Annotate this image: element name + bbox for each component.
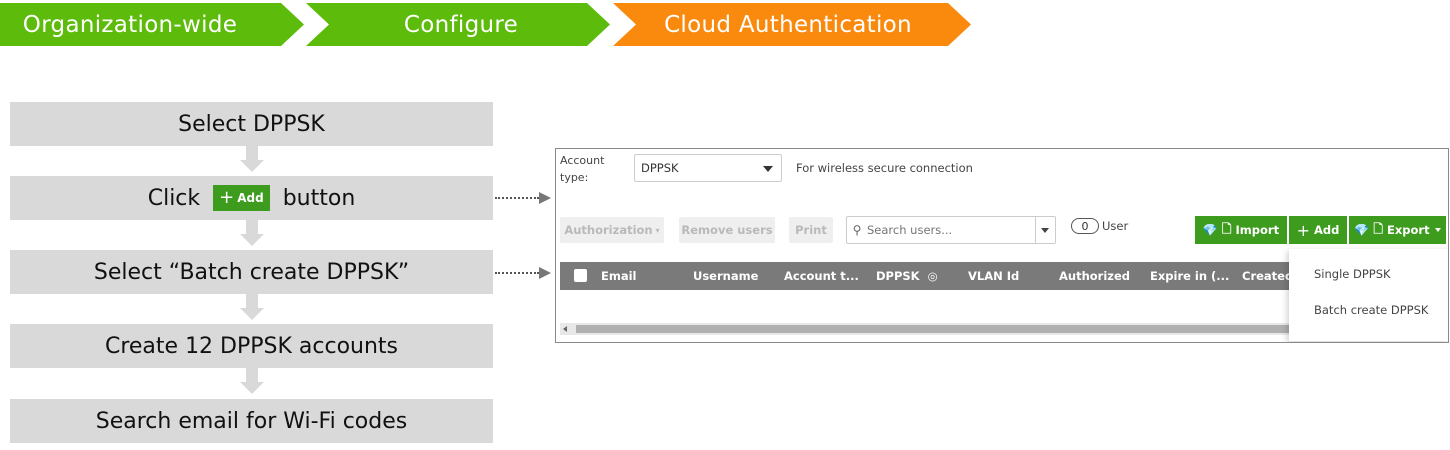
breadcrumb-label: Configure: [403, 11, 519, 38]
column-email[interactable]: Email: [601, 269, 637, 283]
column-dppsk-label: DPPSK: [876, 269, 920, 283]
export-button[interactable]: 💎 🗋 Export: [1349, 216, 1446, 244]
breadcrumb-configure: Configure: [306, 3, 610, 46]
column-expire-in[interactable]: Expire in (...: [1150, 269, 1230, 283]
import-button[interactable]: 💎 🗋 Import: [1195, 216, 1287, 244]
column-vlan-id[interactable]: VLAN Id: [968, 269, 1020, 283]
down-arrow-icon: [240, 368, 264, 398]
search-box[interactable]: ⚲: [846, 216, 1056, 244]
remove-users-button[interactable]: Remove users: [679, 217, 775, 243]
eye-slash-icon[interactable]: ◎: [927, 269, 938, 283]
plus-icon: +: [219, 187, 235, 208]
import-label: Import: [1235, 223, 1280, 237]
export-label: Export: [1387, 223, 1430, 237]
horizontal-scrollbar[interactable]: [560, 323, 1290, 335]
search-icon: ⚲: [852, 223, 862, 237]
scrollbar-thumb[interactable]: [576, 325, 1290, 333]
step-select-batch-create: Select “Batch create DPPSK”: [10, 250, 493, 294]
add-button[interactable]: + Add: [1289, 216, 1347, 244]
step-label: Search email for Wi-Fi codes: [95, 408, 408, 434]
account-type-description: For wireless secure connection: [796, 161, 973, 175]
step-label: Select DPPSK: [178, 111, 325, 137]
authorization-label: Authorization: [564, 223, 653, 237]
column-username[interactable]: Username: [693, 269, 759, 283]
column-authorized[interactable]: Authorized: [1059, 269, 1131, 283]
account-type-value: DPPSK: [641, 161, 679, 175]
diamond-icon: 💎: [1202, 223, 1218, 237]
step-select-dppsk: Select DPPSK: [10, 102, 493, 146]
step-label: Click: [147, 185, 201, 211]
breadcrumb-cloud-authentication: Cloud Authentication: [613, 3, 971, 46]
cloud-auth-screenshot-panel: Account type: DPPSK For wireless secure …: [555, 148, 1449, 343]
dotted-arrow-icon: [495, 267, 555, 279]
search-input[interactable]: [867, 223, 1027, 237]
authorization-button[interactable]: Authorization▾: [560, 217, 664, 243]
document-icon: 🗋: [1221, 221, 1232, 236]
down-arrow-icon: [240, 146, 264, 176]
user-count-label: User: [1102, 219, 1129, 233]
column-account-type[interactable]: Account t...: [784, 269, 859, 283]
step-create-accounts: Create 12 DPPSK accounts: [10, 324, 493, 368]
breadcrumb-label: Cloud Authentication: [664, 11, 912, 38]
add-label: Add: [237, 191, 264, 205]
scroll-left-icon[interactable]: [563, 326, 567, 332]
down-arrow-icon: [240, 220, 264, 250]
caret-down-icon: [1434, 228, 1441, 232]
user-count-badge: 0: [1071, 218, 1099, 234]
step-label: button: [282, 185, 356, 211]
print-button[interactable]: Print: [789, 217, 833, 243]
column-created[interactable]: Created: [1242, 269, 1294, 283]
down-arrow-icon: [240, 294, 264, 324]
column-dppsk[interactable]: DPPSK ◎: [876, 269, 938, 283]
add-button-illustration: +Add: [213, 185, 270, 211]
chevron-down-icon[interactable]: [1035, 217, 1055, 243]
select-all-checkbox[interactable]: [574, 269, 587, 282]
menu-item-batch-create-dppsk[interactable]: Batch create DPPSK: [1314, 303, 1429, 317]
dotted-arrow-icon: [495, 192, 555, 204]
table-header: Email Username Account t... DPPSK ◎ VLAN…: [560, 262, 1294, 290]
step-label: Create 12 DPPSK accounts: [104, 333, 399, 359]
step-click-add: Click +Add button: [10, 176, 493, 220]
add-dropdown-menu: Single DPPSK Batch create DPPSK: [1289, 249, 1448, 341]
step-label: Select “Batch create DPPSK”: [93, 259, 410, 285]
account-type-select[interactable]: DPPSK: [634, 154, 782, 182]
account-type-label: Account type:: [560, 154, 605, 184]
add-label: Add: [1314, 223, 1340, 237]
breadcrumb-organization-wide: Organization-wide: [0, 3, 304, 46]
menu-item-single-dppsk[interactable]: Single DPPSK: [1314, 267, 1391, 281]
step-search-email: Search email for Wi-Fi codes: [10, 399, 493, 443]
export-document-icon: 🗋: [1373, 221, 1384, 236]
caret-down-icon: ▾: [655, 225, 660, 235]
chevron-down-icon: [763, 166, 773, 172]
breadcrumb-label: Organization-wide: [22, 11, 238, 38]
diamond-icon: 💎: [1354, 223, 1370, 237]
plus-icon: +: [1296, 220, 1311, 240]
